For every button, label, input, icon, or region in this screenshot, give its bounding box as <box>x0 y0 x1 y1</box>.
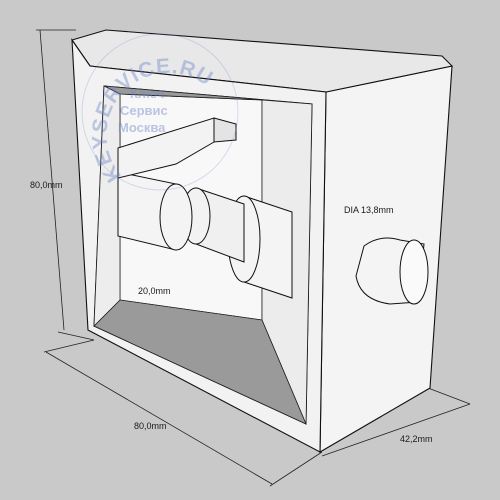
stepped-shaft <box>117 117 293 299</box>
width-dimension-line <box>45 351 273 485</box>
width-label: 80,0mm <box>134 421 167 431</box>
side-shaft <box>355 237 429 305</box>
width-extension-left <box>43 339 95 353</box>
height-dimension-line <box>39 29 65 331</box>
depth-dimension-line <box>321 403 471 457</box>
watermark-line-3: Москва <box>118 120 166 135</box>
depth-label: 42,2mm <box>400 434 433 444</box>
watermark-ring <box>81 33 239 191</box>
height-extension-bottom <box>57 331 95 341</box>
shaft-head-end <box>159 183 193 251</box>
hook-plate <box>117 117 215 179</box>
diameter-label: DIA 13,8mm <box>344 205 394 215</box>
height-label: 80,0mm <box>30 180 63 190</box>
step-length-label: 20,0mm <box>138 286 171 296</box>
watermark-line-2: Сервис <box>120 103 168 118</box>
watermark-line-1: Ключ <box>130 86 164 101</box>
hook-plate-side <box>213 117 237 143</box>
inner-left-wall <box>93 85 121 328</box>
depth-extension <box>427 387 471 405</box>
width-extension-right <box>269 451 323 487</box>
side-shaft-face <box>399 239 429 305</box>
